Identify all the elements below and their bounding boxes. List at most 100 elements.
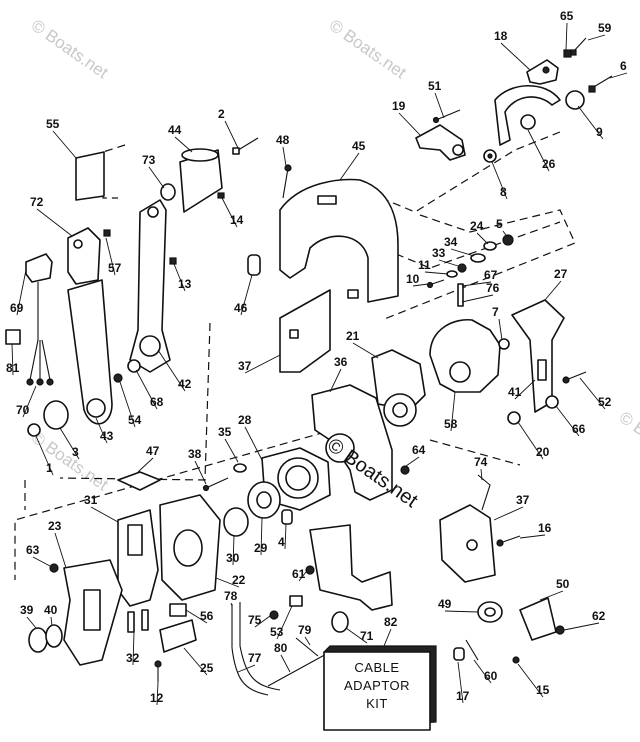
callout-21: 21 (346, 329, 360, 343)
part-77-wire (231, 645, 281, 696)
part-58-detent-plate (429, 318, 501, 393)
part-68-washer (127, 359, 141, 373)
leader-line-50 (539, 590, 564, 601)
part-17-cap (453, 647, 465, 661)
kit-box-line-2: ADAPTOR (344, 678, 410, 693)
callout-80: 80 (274, 641, 288, 655)
callout-57: 57 (108, 261, 122, 275)
leader-line-82 (383, 628, 392, 647)
kit-box-line-3: KIT (366, 696, 388, 711)
part-80-cable-sleeve (267, 651, 331, 687)
leader-line-76 (461, 294, 494, 303)
leader-line-14 (221, 197, 238, 228)
callout-72: 72 (30, 195, 44, 209)
callout-52: 52 (598, 395, 612, 409)
leader-line-79 (304, 636, 311, 646)
callout-36: 36 (334, 355, 348, 369)
watermark-mid-right: © Boats.net (616, 408, 640, 475)
part-62-nut (555, 625, 565, 635)
part-19-shift-bracket (415, 124, 466, 161)
part-54-screw (113, 373, 123, 383)
leader-line-48 (282, 146, 287, 167)
leader-line-45 (339, 152, 360, 181)
callout-56: 56 (200, 609, 214, 623)
callout-42: 42 (178, 377, 192, 391)
part-38-screw (202, 477, 229, 492)
part-27-mounting-bracket (511, 299, 565, 413)
leader-line-59 (587, 34, 606, 41)
part-16-screw (496, 535, 521, 547)
part-69-switch (25, 253, 53, 340)
leader-line-22 (215, 577, 240, 588)
callout-75: 75 (248, 613, 262, 627)
leader-line-60 (473, 659, 492, 684)
leader-line-20 (517, 421, 544, 460)
callout-10: 10 (406, 272, 420, 286)
part-66-washer (545, 395, 559, 409)
part-5-ball (502, 234, 514, 246)
callout-49: 49 (438, 597, 452, 611)
callout-32: 32 (126, 651, 140, 665)
callout-30: 30 (226, 551, 240, 565)
part-56-switch (169, 603, 187, 617)
leader-line-37b (493, 506, 524, 521)
callout-79: 79 (298, 623, 312, 637)
part-72-lever-cover (67, 227, 101, 285)
callout-17: 17 (456, 689, 470, 703)
callout-20: 20 (536, 445, 550, 459)
leader-line-81 (11, 343, 14, 376)
leader-line-21 (352, 342, 379, 359)
leader-line-4 (284, 523, 287, 550)
part-42-control-lever (129, 199, 171, 373)
leader-line-57 (105, 237, 116, 276)
leader-line-63 (32, 556, 51, 567)
leader-line-65 (565, 22, 568, 51)
part-43-handle-arm (67, 279, 113, 425)
callout-6: 6 (620, 59, 627, 73)
leader-line-69 (16, 269, 27, 316)
callout-4: 4 (278, 535, 285, 549)
callout-46: 46 (234, 301, 248, 315)
callout-35: 35 (218, 425, 232, 439)
callout-11: 11 (418, 258, 431, 272)
leader-line-26 (527, 129, 550, 172)
part-73-bushing (160, 183, 176, 201)
part-31-gasket (117, 509, 159, 607)
part-57-screw (103, 229, 111, 237)
part-34-spring (470, 253, 486, 263)
leader-line-68 (135, 369, 158, 410)
part-32-studs (127, 609, 149, 633)
callout-7: 7 (492, 305, 499, 319)
leader-line-25 (183, 647, 208, 676)
callout-53: 53 (270, 625, 284, 639)
leader-line-73 (148, 166, 165, 189)
part-52-screw (562, 371, 587, 384)
leader-line-33 (438, 259, 459, 267)
leader-line-61 (298, 571, 307, 582)
part-39-oring (28, 627, 48, 653)
callout-26: 26 (542, 157, 556, 171)
part-75-nut (269, 610, 279, 620)
leader-line-58 (450, 391, 456, 432)
leader-line-35 (224, 438, 239, 463)
callout-70: 70 (16, 403, 30, 417)
part-22-control-housing (159, 494, 221, 601)
part-10-screw (426, 279, 445, 289)
callout-61: 61 (292, 567, 306, 581)
part-47-pad (117, 471, 161, 491)
part-3-ring (43, 400, 69, 430)
callout-15: 15 (536, 683, 550, 697)
part-6-screw (588, 75, 613, 93)
leader-line-44 (174, 136, 193, 153)
leader-line-23 (54, 532, 67, 569)
part-8-nut (483, 149, 497, 163)
leader-line-55 (52, 130, 77, 159)
callout-51: 51 (428, 79, 442, 93)
part-1-washer (27, 423, 41, 437)
leader-line-43 (95, 417, 108, 444)
callout-71: 71 (360, 629, 374, 643)
callout-82: 82 (384, 615, 398, 629)
part-29-bearing (247, 481, 281, 519)
watermark-top-left: © Boats.net (28, 16, 112, 83)
